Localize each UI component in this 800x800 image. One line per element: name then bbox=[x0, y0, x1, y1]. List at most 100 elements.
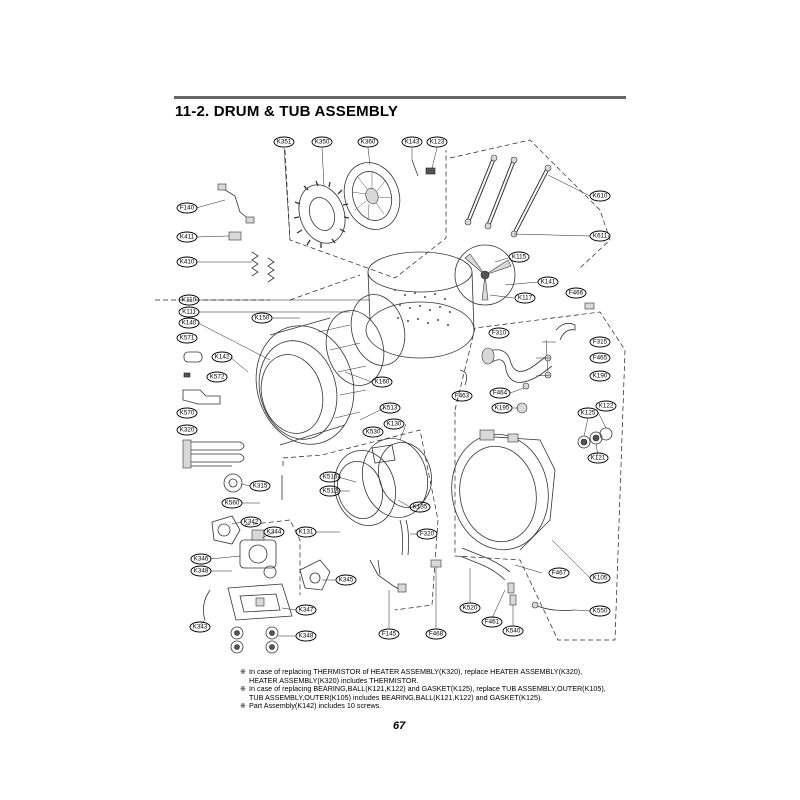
drain-pump bbox=[239, 529, 277, 579]
svg-text:K410: K410 bbox=[180, 259, 195, 266]
svg-text:K520: K520 bbox=[463, 605, 478, 612]
svg-text:K130: K130 bbox=[387, 421, 402, 428]
svg-text:F463: F463 bbox=[455, 393, 470, 400]
svg-text:K105: K105 bbox=[593, 575, 608, 582]
svg-text:K550: K550 bbox=[593, 608, 608, 615]
svg-text:K143: K143 bbox=[405, 139, 420, 146]
title-rule bbox=[174, 96, 626, 99]
note-mark: ※ bbox=[240, 701, 247, 711]
svg-text:K351: K351 bbox=[277, 139, 292, 146]
svg-text:F467: F467 bbox=[552, 570, 567, 577]
label-K510: K510 bbox=[319, 471, 341, 483]
svg-text:F145: F145 bbox=[382, 631, 397, 638]
note-text: In case of replacing THERMISTOR of HEATE… bbox=[249, 667, 583, 685]
svg-text:K350: K350 bbox=[315, 139, 330, 146]
svg-text:F140: F140 bbox=[180, 205, 195, 212]
label-K611: K611 bbox=[589, 230, 611, 242]
svg-text:K190: K190 bbox=[593, 373, 608, 380]
svg-text:F466: F466 bbox=[569, 290, 584, 297]
label-K160: K160 bbox=[371, 376, 393, 388]
svg-text:F461: F461 bbox=[485, 619, 500, 626]
note-mark: ※ bbox=[240, 684, 247, 694]
label-K150: K150 bbox=[251, 312, 273, 324]
svg-text:K123: K123 bbox=[430, 139, 445, 146]
label-K117: K117 bbox=[514, 292, 536, 304]
label-K540: K540 bbox=[502, 625, 524, 637]
label-K345: K345 bbox=[335, 574, 357, 586]
svg-text:K117: K117 bbox=[518, 295, 533, 302]
label-F461: F461 bbox=[481, 616, 503, 628]
label-K610: K610 bbox=[589, 190, 611, 202]
svg-text:F468: F468 bbox=[429, 631, 444, 638]
svg-text:F465: F465 bbox=[593, 355, 608, 362]
svg-text:K141: K141 bbox=[541, 279, 556, 286]
label-F320: F320 bbox=[416, 528, 438, 540]
label-K572: K572 bbox=[206, 371, 228, 383]
front-tub bbox=[255, 310, 385, 446]
label-K351: K351 bbox=[273, 136, 295, 148]
label-F467: F467 bbox=[548, 567, 570, 579]
svg-text:K411: K411 bbox=[180, 234, 195, 241]
svg-text:K122: K122 bbox=[599, 403, 614, 410]
note: ※ In case of replacing BEARING,BALL(K121… bbox=[240, 684, 640, 702]
svg-text:K345: K345 bbox=[339, 577, 354, 584]
svg-text:K140: K140 bbox=[182, 320, 197, 327]
svg-text:K195: K195 bbox=[495, 405, 510, 412]
outer-tub-rear bbox=[451, 429, 556, 551]
label-F315: F315 bbox=[589, 336, 611, 348]
svg-text:K131: K131 bbox=[299, 529, 314, 536]
label-F463: F463 bbox=[451, 390, 473, 402]
svg-text:K347: K347 bbox=[299, 607, 314, 614]
assembly-boundaries bbox=[155, 139, 626, 641]
page-number: 67 bbox=[393, 720, 406, 732]
svg-text:F464: F464 bbox=[493, 390, 508, 397]
stator bbox=[293, 180, 350, 248]
svg-text:K611: K611 bbox=[593, 233, 608, 240]
label-K110: K110 bbox=[178, 294, 200, 306]
heater bbox=[182, 439, 245, 469]
label-K190: K190 bbox=[589, 370, 611, 382]
label-K143: K143 bbox=[401, 136, 423, 148]
svg-text:K142: K142 bbox=[215, 354, 230, 361]
label-K122: K122 bbox=[595, 400, 617, 412]
svg-text:K320: K320 bbox=[180, 427, 195, 434]
svg-text:K513: K513 bbox=[383, 405, 398, 412]
svg-text:K572: K572 bbox=[210, 374, 225, 381]
svg-text:F320: F320 bbox=[420, 531, 435, 538]
label-K130: K130 bbox=[383, 418, 405, 430]
svg-text:K540: K540 bbox=[506, 628, 521, 635]
svg-text:K571: K571 bbox=[180, 335, 195, 342]
label-K346: K346 bbox=[190, 553, 212, 565]
label-K135: K135 bbox=[409, 501, 431, 513]
label-K125: K125 bbox=[577, 407, 599, 419]
label-K360: K360 bbox=[357, 136, 379, 148]
svg-text:K343: K343 bbox=[193, 624, 208, 631]
svg-text:K115: K115 bbox=[512, 254, 527, 261]
label-K411: K411 bbox=[176, 231, 198, 243]
label-F310: F310 bbox=[488, 327, 510, 339]
note-text: In case of replacing BEARING,BALL(K121,K… bbox=[249, 684, 606, 702]
label-K520: K520 bbox=[459, 602, 481, 614]
label-K121: K121 bbox=[587, 452, 609, 464]
svg-text:K512: K512 bbox=[323, 488, 338, 495]
svg-text:K121: K121 bbox=[591, 455, 606, 462]
label-K347: K347 bbox=[295, 604, 317, 616]
label-F140: F140 bbox=[176, 202, 198, 214]
label-F466: F466 bbox=[565, 287, 587, 299]
svg-text:K560: K560 bbox=[225, 500, 240, 507]
drum bbox=[350, 251, 475, 366]
label-K131: K131 bbox=[295, 526, 317, 538]
svg-text:K125: K125 bbox=[581, 410, 596, 417]
label-K115: K115 bbox=[508, 251, 530, 263]
label-F465: F465 bbox=[589, 352, 611, 364]
part-drawings bbox=[182, 154, 613, 654]
label-K560: K560 bbox=[221, 497, 243, 509]
svg-text:K348: K348 bbox=[194, 568, 209, 575]
svg-text:K110: K110 bbox=[182, 297, 197, 304]
svg-text:F315: F315 bbox=[593, 339, 608, 346]
label-K530: K530 bbox=[362, 426, 384, 438]
svg-text:K610: K610 bbox=[593, 193, 608, 200]
svg-text:K342: K342 bbox=[244, 519, 259, 526]
label-K571: K571 bbox=[176, 332, 198, 344]
